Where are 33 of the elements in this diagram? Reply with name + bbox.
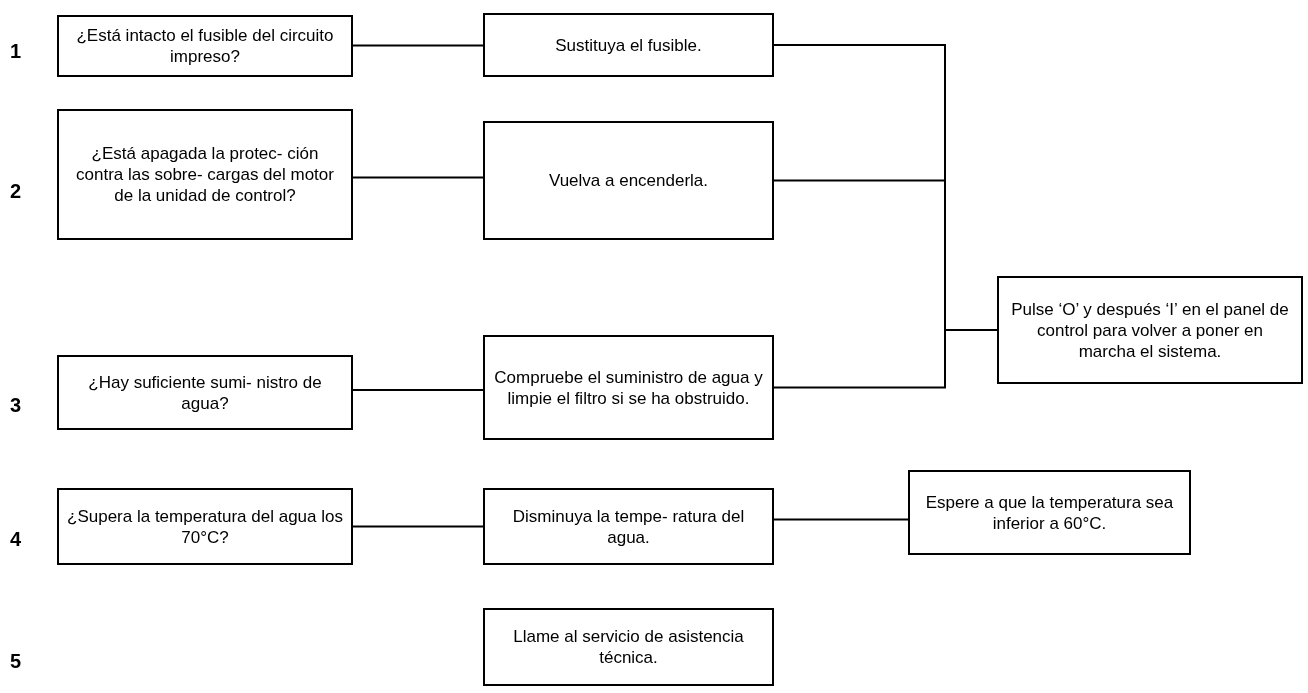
connector-line	[352, 44, 484, 47]
box-text: Disminuya la tempe- ratura del agua.	[511, 505, 746, 548]
question-box	[57, 109, 353, 240]
box-text: ¿Está apagada la protec- ción contra las sobre- cargas del motor de la unidad de control?	[75, 143, 335, 206]
box-text: Pulse ‘O’ y después ‘I’ en el panel de control para volver a poner en marcha el sistema.	[1010, 298, 1290, 362]
connector-line	[773, 518, 909, 521]
action-box	[483, 608, 774, 686]
step-number: 3	[10, 394, 22, 417]
box-text: ¿Está intacto el fusible del circuito impreso?	[75, 25, 335, 67]
step-number: 2	[10, 180, 22, 203]
connector-line	[352, 176, 484, 179]
step-number: 5	[10, 650, 22, 673]
question-box	[483, 488, 774, 565]
question-box	[57, 488, 353, 565]
box-text: Llame al servicio de asistencia técnica.	[512, 626, 745, 668]
action-box	[908, 470, 1191, 555]
box-text: Espere a que la temperatura sea inferior a 60°C.	[924, 491, 1175, 534]
box-text: Sustituya el fusible.	[555, 34, 702, 56]
step-number: 4	[10, 528, 22, 551]
step-number: 1	[10, 40, 22, 63]
action-box	[483, 13, 774, 77]
question-box	[57, 15, 353, 77]
action-box	[483, 121, 774, 240]
connector-line	[352, 389, 484, 391]
box-text: Vuelva a encenderla.	[548, 170, 709, 191]
action-box	[997, 276, 1303, 384]
box-text: ¿Supera la temperatura del agua los 70°C?	[67, 505, 343, 548]
box-text: Compruebe el suministro de agua y limpie el filtro si se ha obstruido.	[493, 366, 764, 409]
box-text: ¿Hay suficiente sumi- nistro de agua?	[87, 371, 323, 414]
question-box	[483, 335, 774, 440]
connector-line	[773, 329, 998, 389]
question-box	[57, 355, 353, 430]
connector-line	[352, 525, 484, 528]
